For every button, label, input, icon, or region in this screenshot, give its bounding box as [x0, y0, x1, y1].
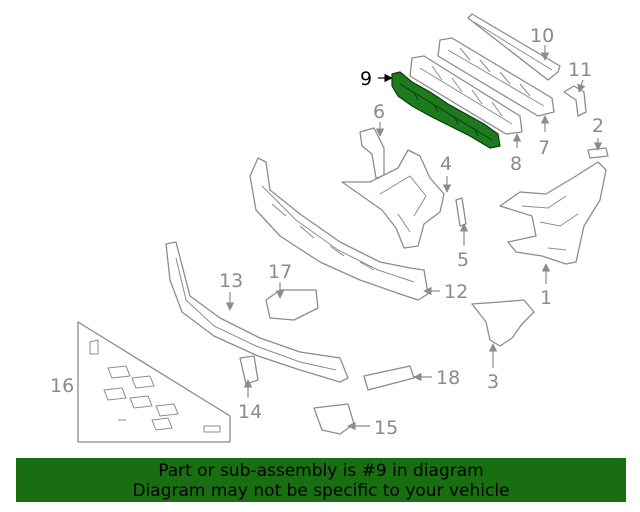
- part-11-bracket: [563, 85, 587, 117]
- part-4-bracket: [341, 149, 445, 249]
- callout-10: 10: [530, 25, 554, 47]
- callout-14: 14: [238, 401, 262, 423]
- callout-9: 9: [360, 68, 372, 90]
- part-18-bar: [363, 365, 415, 391]
- part-1-bracket: [499, 161, 607, 265]
- callout-13: 13: [219, 270, 243, 292]
- part-15-bracket: [313, 403, 355, 435]
- callout-15: 15: [374, 417, 398, 439]
- callout-labels: 1 2 3 4 5 6 7 8 9 10 11 12 13 14 15 16 1…: [50, 25, 604, 439]
- callout-6: 6: [373, 101, 385, 123]
- callout-2: 2: [592, 115, 604, 137]
- callout-12: 12: [444, 281, 468, 303]
- callout-11: 11: [568, 59, 592, 81]
- callout-1: 1: [540, 287, 552, 309]
- part-3-bracket: [471, 299, 535, 347]
- callout-8: 8: [510, 153, 522, 175]
- part-8-absorber: [409, 55, 523, 135]
- callout-7: 7: [538, 137, 550, 159]
- part-10-rail: [467, 13, 561, 81]
- callout-17: 17: [268, 261, 292, 283]
- part-17-bracket: [265, 289, 319, 321]
- part-16-kit: [77, 321, 231, 443]
- part-12-reinforcement: [249, 157, 429, 301]
- callout-18: 18: [436, 367, 460, 389]
- part-5-strip: [455, 197, 467, 227]
- part-9-highlighted: [391, 71, 501, 149]
- callout-16: 16: [50, 375, 74, 397]
- leader-lines: [225, 45, 603, 431]
- callout-4: 4: [440, 153, 452, 175]
- part-13-bar: [165, 241, 349, 383]
- part-7-absorber: [437, 37, 555, 117]
- callout-5: 5: [457, 249, 469, 271]
- banner-line-2: Diagram may not be specific to your vehi…: [132, 481, 510, 501]
- part-14-bracket: [239, 355, 259, 385]
- banner-line-1: Part or sub-assembly is #9 in diagram: [158, 461, 484, 481]
- info-banner: Part or sub-assembly is #9 in diagram Di…: [16, 458, 626, 502]
- callout-3: 3: [487, 371, 499, 393]
